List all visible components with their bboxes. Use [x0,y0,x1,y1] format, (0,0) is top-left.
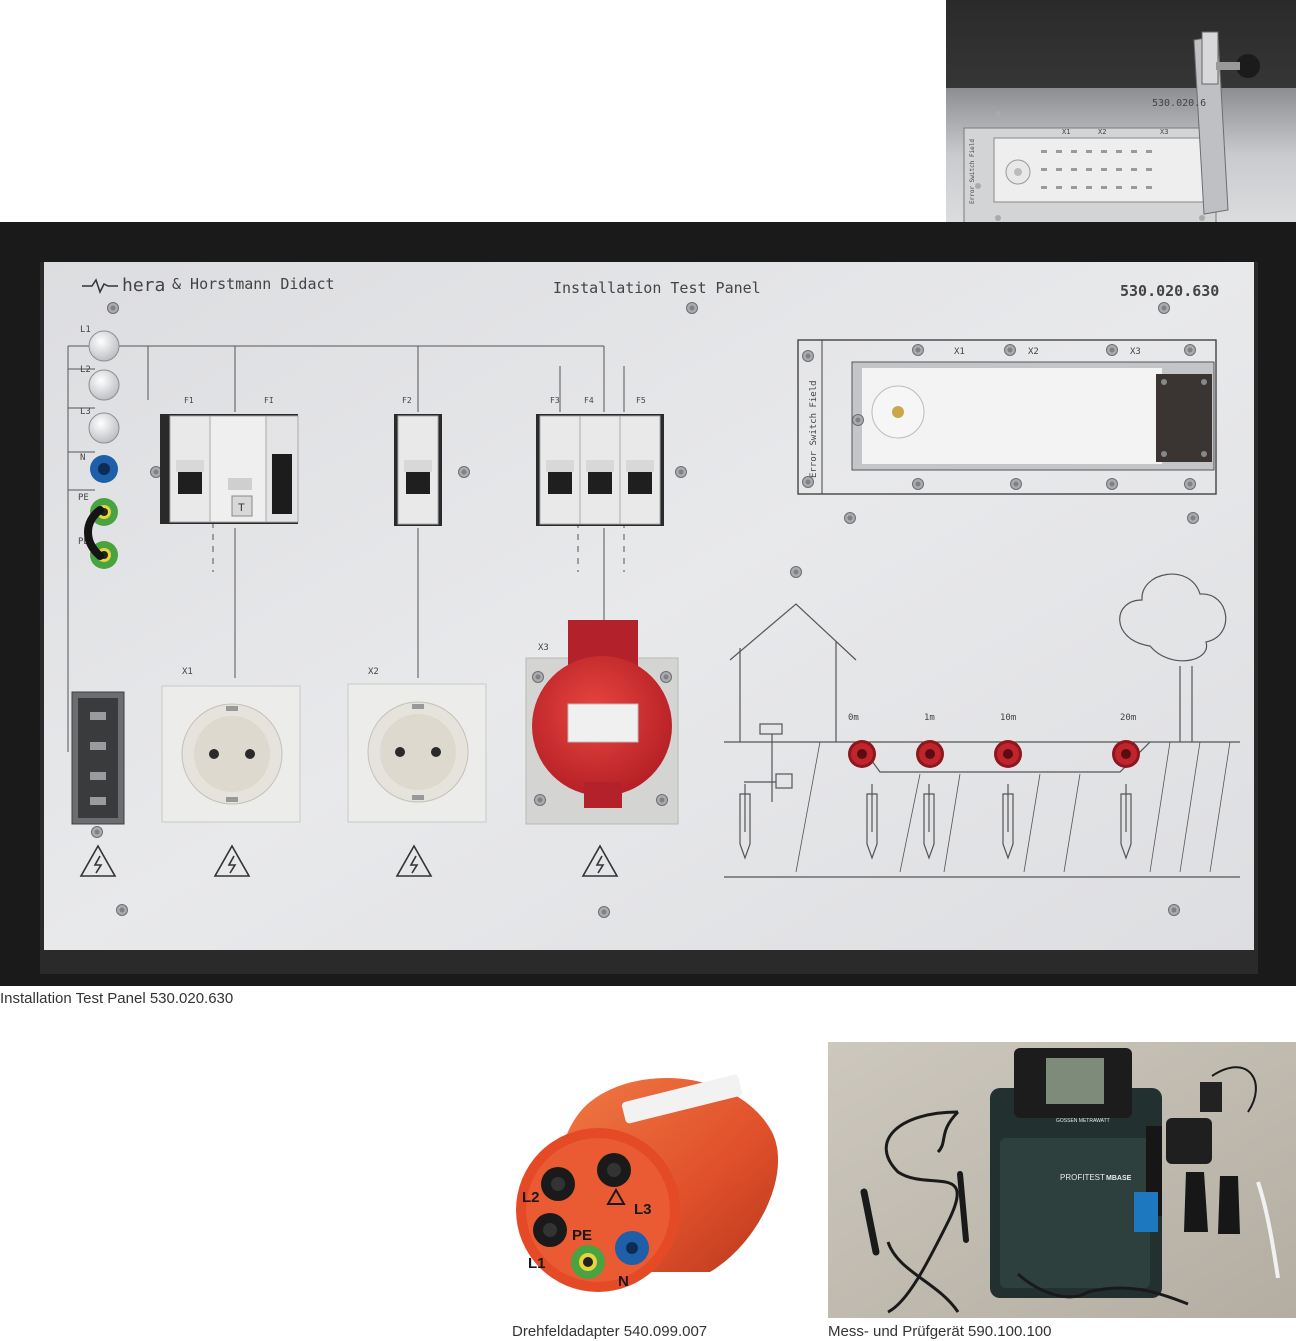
circuit-breaker-f5[interactable] [619,415,661,525]
test-leads [884,1110,1189,1314]
svg-text:T: T [238,502,245,514]
socket-label-x3: X3 [538,643,549,653]
error-field-x2: X2 [1028,347,1039,357]
adapter-label-n: N [618,1273,629,1290]
rcd-switch-fi[interactable]: T [209,415,299,523]
panel-number: 530.020.630 [1120,282,1219,300]
indicator-lamp-l3 [88,412,120,444]
circuit-breaker-f2[interactable] [397,415,439,525]
inset-photo: 530.020.6 X1 X2 X3 Error Switch Field [946,0,1296,237]
rotary-field-adapter-photo: L2 L3 L1 PE N [510,1062,780,1322]
cee-socket-x3[interactable] [525,620,679,825]
circuit-breaker-f3[interactable] [539,415,581,525]
brand-logo: hera [82,275,165,296]
indicator-lamp-l1 [88,330,120,362]
inset-terminal-x1: X1 [1062,128,1070,136]
brand-name: & Horstmann Didact [172,275,335,293]
tester-photo: PROFITEST MBASE GOSSEN METRAWATT [828,1042,1296,1318]
breaker-label-f4: F4 [584,396,594,405]
earth-terminal-20m[interactable] [1112,740,1140,768]
adapter-label-l1: L1 [528,1255,546,1272]
brand-hera: hera [122,275,165,296]
grey-multi-socket[interactable] [71,691,125,825]
pe-jumper-cable[interactable] [84,506,104,560]
earth-terminal-0m[interactable] [848,740,876,768]
inset-number: 530.020.6 [1152,98,1206,109]
usb-cable [1256,1181,1280,1279]
error-field-x1: X1 [954,347,965,357]
circuit-breaker-f4[interactable] [579,415,621,525]
distance-0m: 0m [848,713,859,723]
socket-label-x2: X2 [368,667,379,677]
probe-tip [860,1171,969,1256]
breaker-label-f2: F2 [402,396,412,405]
distance-20m: 20m [1120,713,1136,723]
indicator-lamp-l2 [88,369,120,401]
error-field-label: Error Switch Field [809,380,819,478]
terminal-label-l1: L1 [80,325,91,335]
terminal-label-pe1: PE [78,493,89,503]
adapter-label-pe: PE [572,1227,592,1244]
tester-model: MBASE [1106,1175,1132,1182]
schuko-socket-x2[interactable] [347,683,487,823]
inset-field-label: Error Switch Field [969,139,976,204]
inset-terminal-x2: X2 [1098,128,1106,136]
schuko-socket-x1[interactable] [161,685,301,823]
circuit-breaker-f1[interactable] [169,415,211,523]
crocodile-clips [1184,1172,1240,1234]
distance-1m: 1m [924,713,935,723]
terminal-n-socket[interactable] [90,455,118,483]
socket-label-x1: X1 [182,667,193,677]
caption-adapter: Drehfeldadapter 540.099.007 [512,1323,708,1340]
breaker-label-f1: F1 [184,396,194,405]
distance-10m: 10m [1000,713,1016,723]
breaker-label-f3: F3 [550,396,560,405]
adapter-face [516,1128,680,1292]
tester-brand: PROFITEST [1060,1173,1105,1182]
caption-panel: Installation Test Panel 530.020.630 [0,990,234,1007]
breaker-label-fi: FI [264,396,274,405]
terminal-label-l2: L2 [80,365,91,375]
adapter-label-l2: L2 [522,1189,540,1206]
earth-terminal-10m[interactable] [994,740,1022,768]
terminal-label-pe2: PE [78,537,89,547]
caption-tester: Mess- und Prüfgerät 590.100.100 [828,1323,1052,1340]
breaker-label-f5: F5 [636,396,646,405]
terminal-label-l3: L3 [80,407,91,417]
error-switch-field[interactable] [797,339,1217,495]
inset-terminal-x3: X3 [1160,128,1168,136]
installation-test-panel-photo: hera & Horstmann Didact Installation Tes… [0,222,1296,986]
adapter-label-l3: L3 [634,1201,652,1218]
error-field-x3: X3 [1130,347,1141,357]
terminal-label-n: N [80,453,85,463]
earth-terminal-1m[interactable] [916,740,944,768]
tester-device [990,1048,1162,1298]
earth-electrode-diagram [724,573,1240,878]
tester-maker: GOSSEN METRAWATT [1056,1118,1110,1124]
accessory-plug [1166,1066,1257,1164]
panel-title: Installation Test Panel [553,279,761,297]
